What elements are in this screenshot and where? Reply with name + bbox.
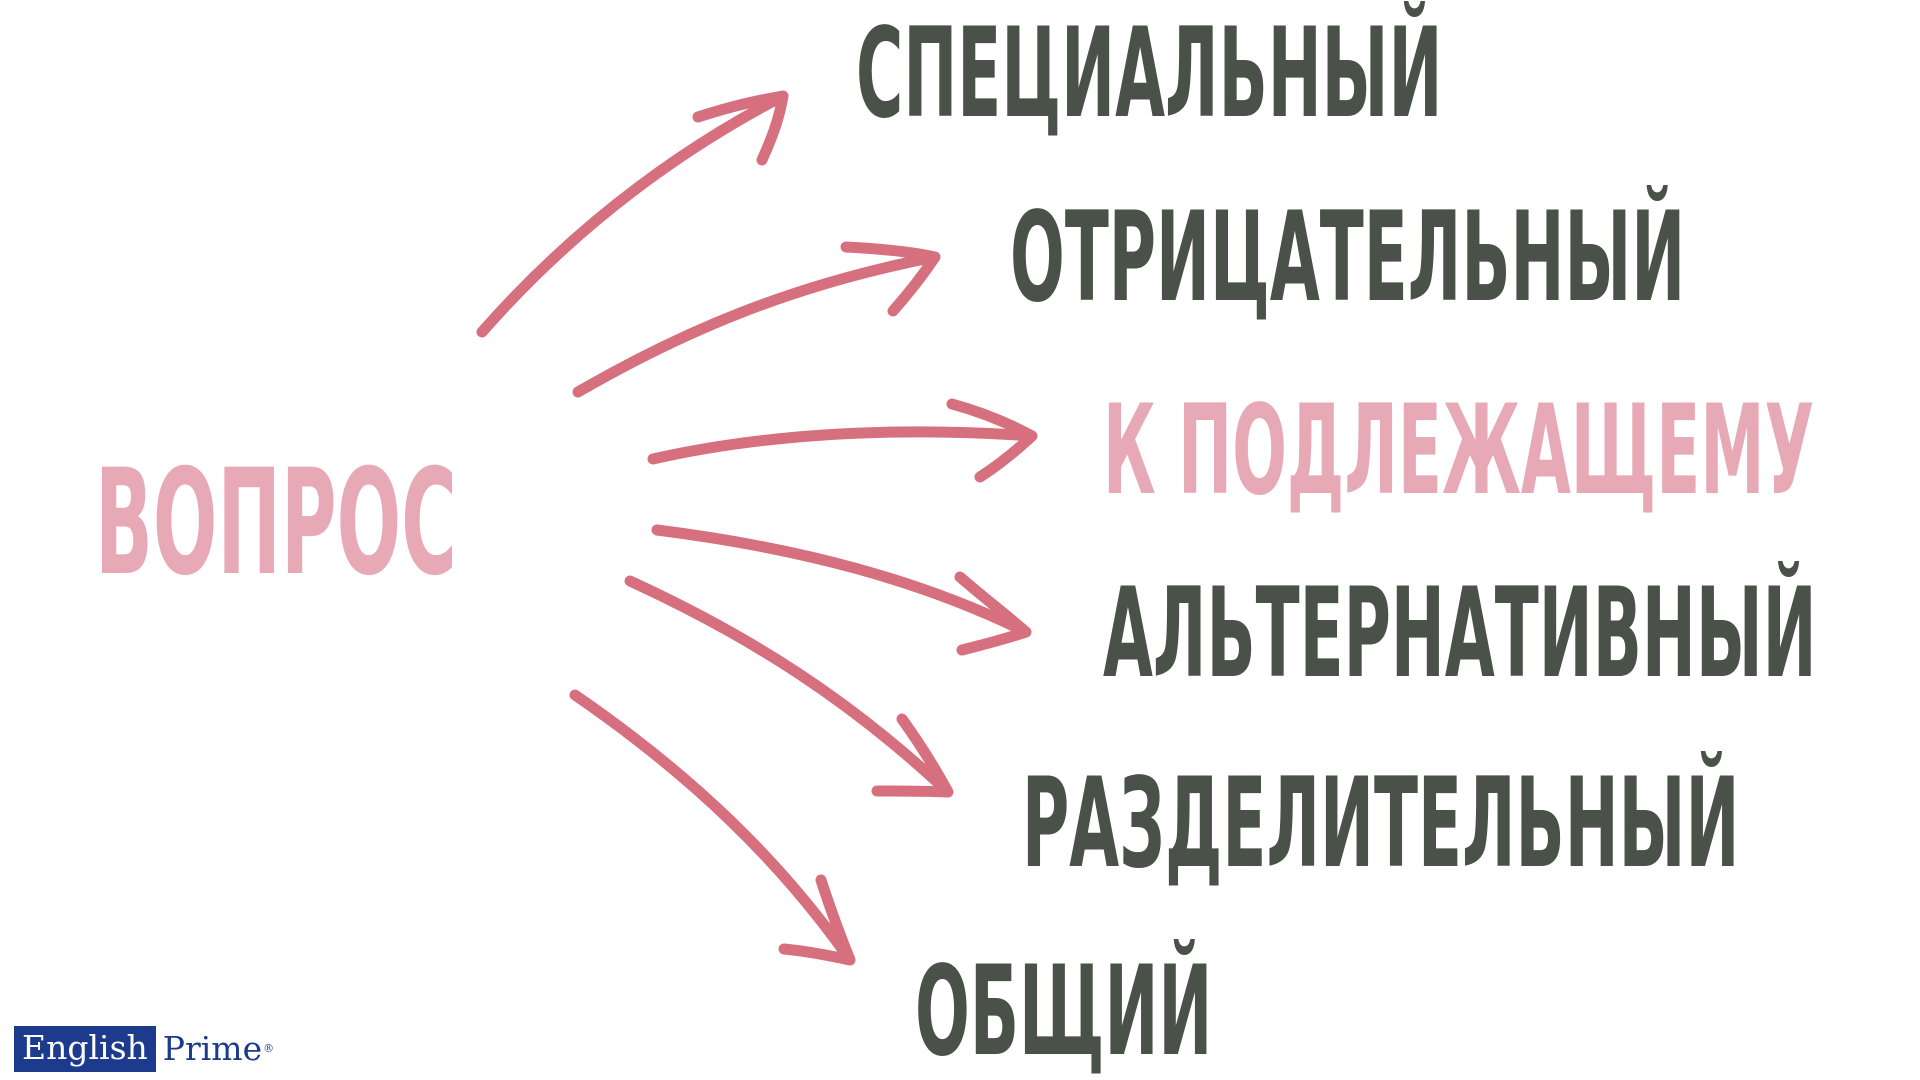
type-label-general: ОБЩИЙ [915, 940, 1213, 1080]
arrow-to-negative [572, 241, 941, 398]
center-word-question: ВОПРОС [95, 438, 457, 608]
logo-prime-word: Prime [162, 1029, 263, 1068]
type-label-special: СПЕЦИАЛЬНЫЙ [856, 2, 1443, 146]
type-label-disjunctive: РАЗДЕЛИТЕЛЬНЫЙ [1022, 752, 1740, 896]
logo-registered-mark: ® [263, 1042, 275, 1055]
type-label-negative: ОТРИЦАТЕЛЬНЫЙ [1010, 186, 1686, 330]
arrow-to-alternative [651, 524, 1032, 656]
type-label-subject: К ПОДЛЕЖАЩЕМУ [1103, 379, 1815, 523]
arrow-to-general [569, 689, 856, 966]
logo-english-box: English [14, 1026, 156, 1072]
arrow-to-subject [647, 398, 1038, 483]
english-prime-logo: English Prime® [14, 1024, 274, 1074]
logo-prime-text: Prime® [156, 1030, 274, 1068]
arrow-to-special [476, 90, 789, 338]
type-label-alternative: АЛЬТЕРНАТИВНЫЙ [1103, 562, 1817, 706]
arrow-to-disjunctive [624, 575, 954, 798]
